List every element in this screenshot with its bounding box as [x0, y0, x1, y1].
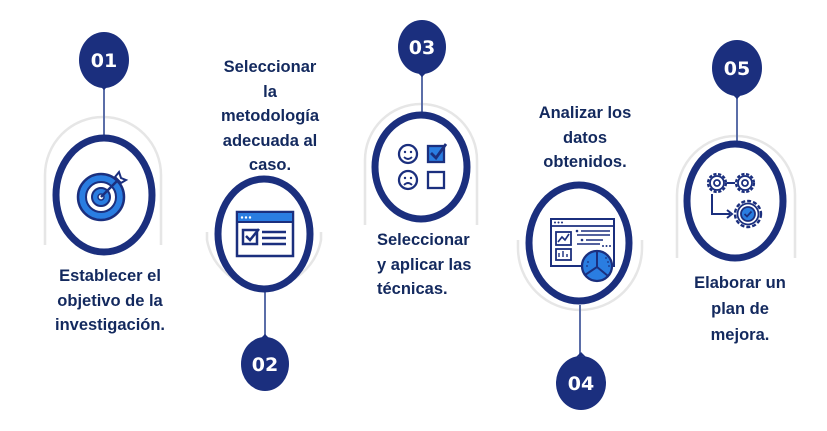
- step-label-03: Seleccionar y aplicar las técnicas.: [377, 228, 487, 302]
- step-label-line: técnicas.: [377, 280, 448, 298]
- step-05: 05: [675, 40, 797, 262]
- step-badge-04: 04: [556, 352, 606, 410]
- step-03: 03: [363, 20, 479, 225]
- step-number: 01: [91, 50, 117, 72]
- step-badge-05: 05: [712, 40, 762, 99]
- step-badge-02: 02: [241, 334, 289, 391]
- step-number: 04: [568, 373, 594, 395]
- step-badge-01: 01: [79, 32, 129, 90]
- step-label-line: Analizar los: [538, 104, 632, 122]
- step-label-line: Seleccionar: [223, 58, 317, 76]
- checklist-window-icon: [235, 210, 295, 258]
- step-number: 02: [252, 354, 278, 376]
- step-circle: [683, 140, 787, 262]
- step-label-02: Seleccionar la metodología adecuada al c…: [205, 55, 335, 178]
- step-label-line: investigación.: [54, 316, 166, 334]
- step-label-line: plan de: [711, 300, 769, 318]
- step-label-line: caso.: [248, 156, 292, 174]
- step-01: 01: [43, 32, 163, 256]
- step-label-line: objetivo de la: [57, 291, 163, 310]
- step-number: 05: [724, 58, 750, 80]
- step-label-line: datos: [562, 128, 607, 147]
- step-label-line: metodología: [220, 107, 320, 125]
- step-label-01: Establecer el objetivo de la investigaci…: [40, 264, 180, 338]
- step-number: 03: [409, 37, 435, 59]
- step-label-05: Elaborar un plan de mejora.: [675, 270, 805, 348]
- step-label-04: Analizar los datos obtenidos.: [520, 101, 650, 175]
- gears-process-check-icon: [706, 172, 763, 229]
- step-label-line: la: [263, 82, 277, 101]
- step-label-line: y aplicar las: [377, 255, 472, 274]
- step-label-line: Elaborar un: [694, 274, 786, 292]
- step-label-line: Seleccionar: [377, 231, 470, 249]
- analytics-dashboard-pie-icon: [550, 218, 615, 283]
- step-label-line: adecuada al: [222, 131, 318, 150]
- step-04: 04: [516, 181, 644, 410]
- step-label-line: obtenidos.: [543, 153, 627, 171]
- target-icon: [76, 169, 129, 222]
- step-02: 02: [205, 175, 323, 391]
- step-label-line: mejora.: [710, 326, 770, 344]
- survey-faces-checkbox-icon: [397, 143, 448, 191]
- step-label-line: Establecer el: [59, 267, 161, 285]
- step-badge-03: 03: [398, 20, 446, 77]
- step-circle: [371, 111, 471, 223]
